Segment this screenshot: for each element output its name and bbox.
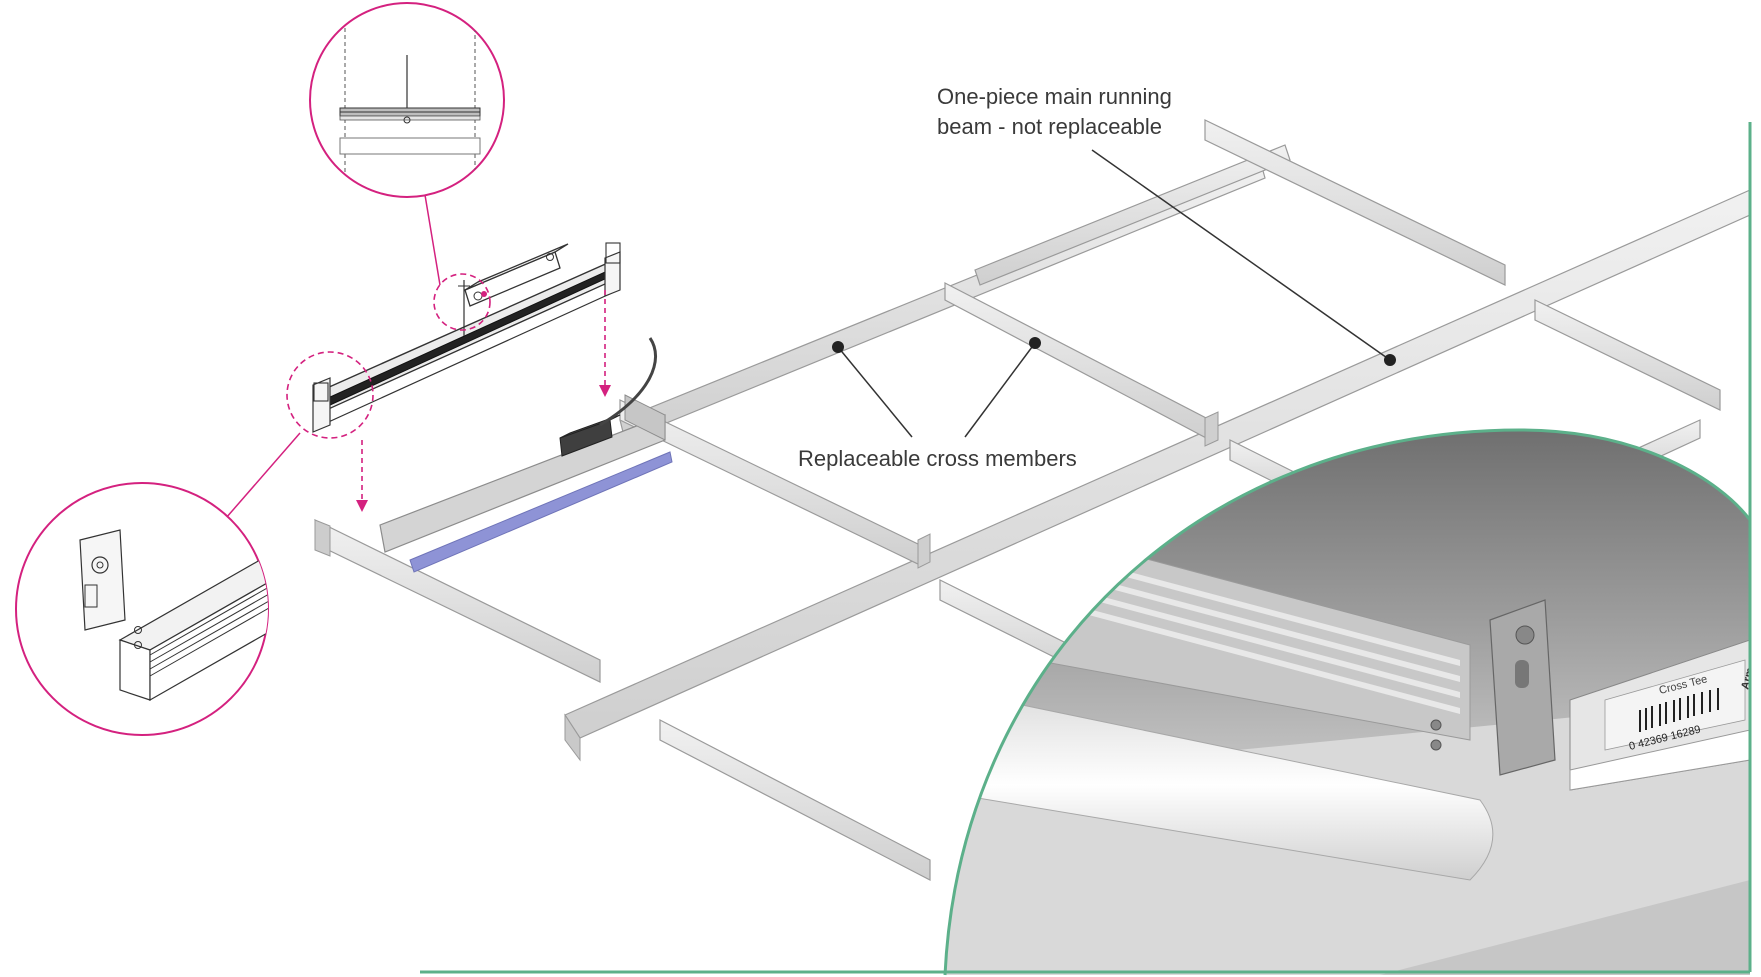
- power-cable: [599, 337, 658, 427]
- exploded-linear-fixture: [312, 242, 621, 433]
- cross-member-3: [1204, 119, 1506, 286]
- end-clip-right: [605, 242, 621, 264]
- photo-diffuser: [945, 689, 1494, 881]
- drop-arrowhead-right: [599, 385, 611, 397]
- dashed-ring-top: [433, 273, 491, 331]
- leader-dot-cross-2: [1029, 337, 1041, 349]
- main-beam-back: [974, 144, 1291, 286]
- fixture-end-left: [312, 377, 331, 433]
- cross-member-2: [944, 282, 1211, 441]
- main-beam-front-flange: [564, 713, 581, 762]
- photo-inset-arc: [943, 428, 1752, 976]
- leader-lines: [832, 149, 1396, 438]
- detail-left-content: [79, 529, 268, 702]
- light-fixture-frame: [379, 337, 673, 573]
- leader-dot-cross-1: [832, 341, 844, 353]
- photo-barcode: [1639, 688, 1719, 732]
- leader-cross-2: [964, 342, 1036, 438]
- rail-end-1: [917, 533, 931, 569]
- leader-main-beam: [1091, 149, 1391, 361]
- callout-line-left: [225, 432, 301, 519]
- label-main-running-beam: One-piece main running beam - not replac…: [937, 82, 1237, 142]
- fixture-back-rail: [624, 394, 666, 441]
- cross-member-4: [1534, 299, 1721, 411]
- end-clip-left: [313, 382, 329, 402]
- rail-end-2: [1204, 411, 1219, 447]
- leader-dot-main-beam: [1384, 354, 1396, 366]
- fixture-diffuser: [409, 451, 673, 573]
- leader-cross-1: [837, 346, 913, 438]
- detail-top-content: [339, 3, 481, 197]
- fixture-driver-knob-icon: [546, 253, 554, 261]
- detail-callouts: [15, 2, 611, 736]
- magenta-marker-dot: [481, 291, 487, 297]
- fixture-end-right: [604, 251, 621, 297]
- label-main-beam-line-2: beam - not replaceable: [937, 114, 1163, 139]
- drop-arrowhead-left: [356, 500, 368, 512]
- label-replaceable-cross-members: Replaceable cross members: [798, 446, 1077, 471]
- side-rail-left-upright: [314, 519, 331, 557]
- label-main-beam-line-1: One-piece main running: [937, 84, 1172, 109]
- callout-line-top: [424, 194, 441, 286]
- fixture-driver-top: [464, 243, 569, 291]
- dashed-ring-left: [286, 351, 374, 439]
- grid-frame: [314, 119, 1751, 881]
- cross-member-5: [659, 719, 931, 881]
